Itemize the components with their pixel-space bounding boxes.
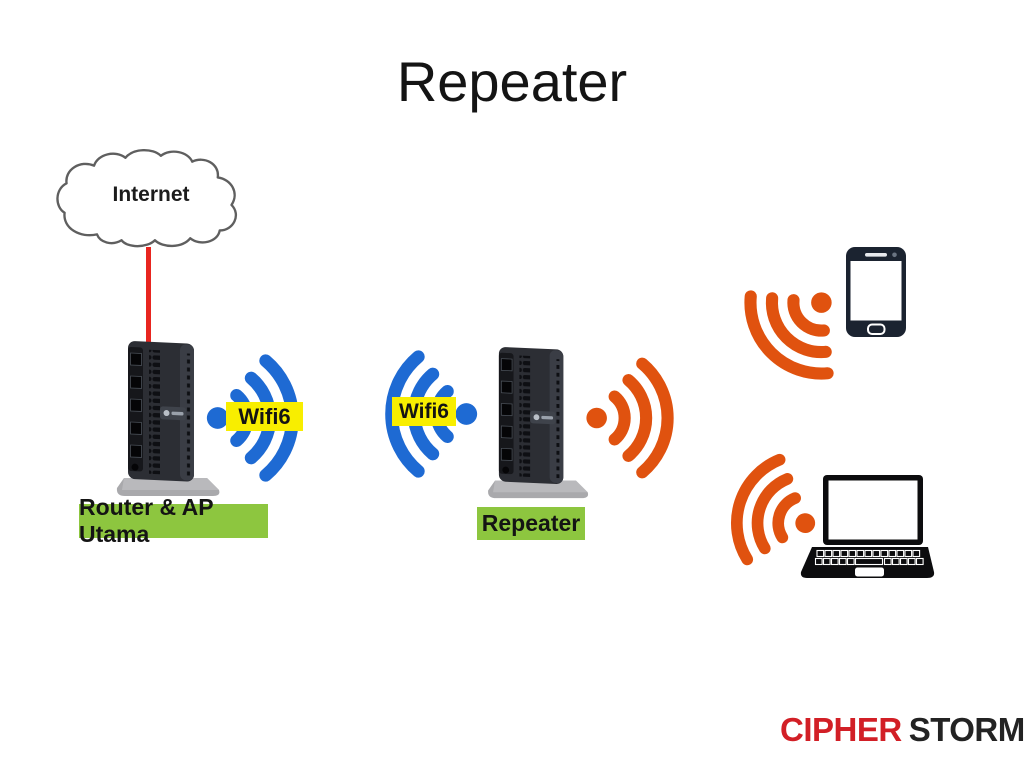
router-icon [478, 344, 592, 504]
page-title: Repeater [396, 50, 628, 113]
wifi6-badge: Wifi6 [226, 402, 303, 431]
brand-word-storm: STORM [908, 711, 1024, 748]
wifi-signal-icon [578, 362, 690, 474]
wan-link-line [146, 247, 151, 345]
wifi6-badge: Wifi6 [392, 397, 456, 426]
repeater-label: Repeater [477, 507, 585, 540]
brand-word-cipher: CIPHER [780, 711, 902, 748]
router-icon [108, 338, 222, 502]
internet-label: Internet [112, 183, 190, 206]
main-router-label: Router & AP Utama [79, 494, 268, 547]
